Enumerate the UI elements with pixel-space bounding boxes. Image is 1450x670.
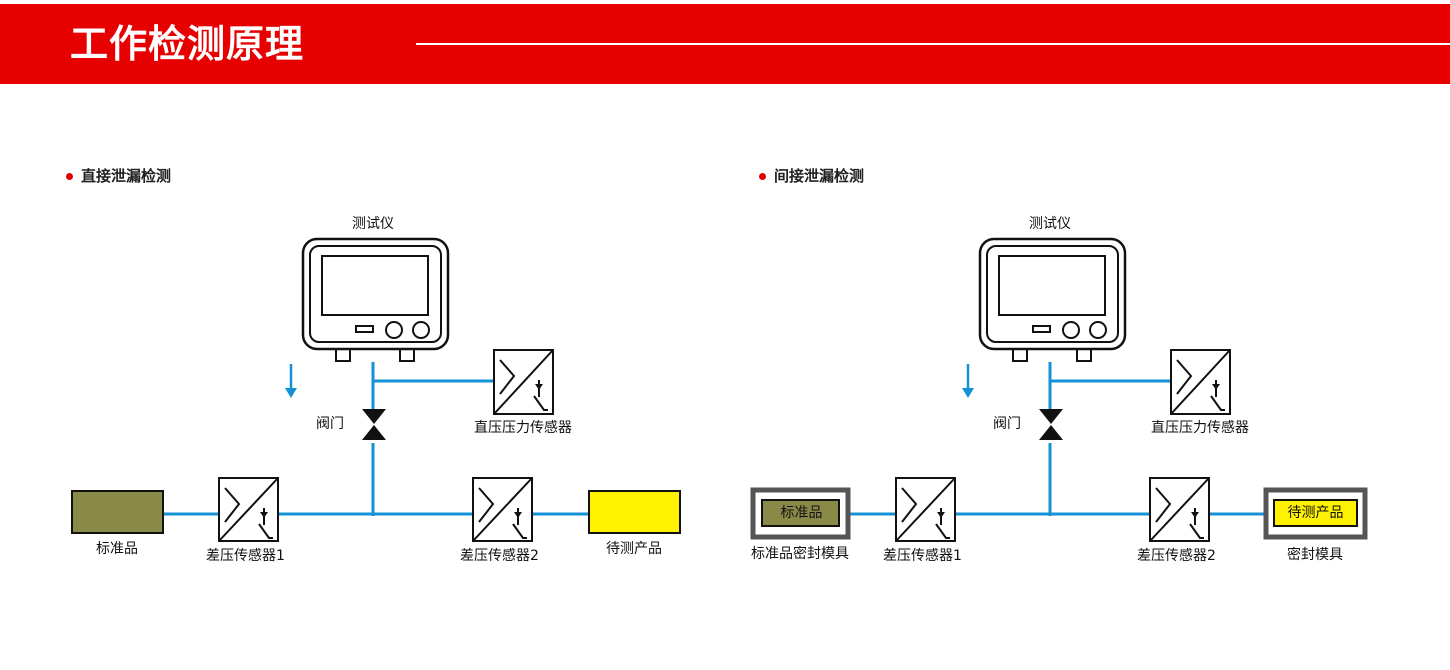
pressure-sensor-icon [1170, 349, 1231, 415]
standard-inner-label: 标准品 [780, 505, 823, 521]
header-banner: 工作检测原理 [0, 4, 1450, 84]
standard-part-box [71, 490, 164, 534]
valve-label: 阀门 [316, 416, 344, 432]
dp-sensor-1-icon [895, 477, 956, 542]
product-inner-label: 待测产品 [1287, 505, 1344, 521]
dp-sensor-2-label: 差压传感器2 [460, 548, 539, 564]
dp-sensor-1-label: 差压传感器1 [883, 548, 962, 564]
flow-arrow-icon [285, 364, 297, 398]
indirect-diagram: 测试仪 阀门 直压压力传感器 差压传感器1 差压传感器2 标准品 待测产品 标准… [677, 200, 1377, 600]
flow-arrow-icon [962, 364, 974, 398]
direct-diagram: 测试仪 阀门 直压压力传感器 差压传感器1 差压传感器2 标准品 待测产品 [0, 200, 700, 600]
tester-label: 测试仪 [352, 216, 394, 232]
dp-sensor-1-label: 差压传感器1 [206, 548, 285, 564]
product-label: 待测产品 [606, 541, 662, 557]
standard-fixture-label: 标准品密封模具 [751, 546, 849, 562]
standard-part-label: 标准品 [96, 541, 138, 557]
pressure-sensor-icon [493, 349, 554, 415]
standard-fixture-box [750, 487, 851, 540]
title-divider [416, 43, 1450, 45]
valve-icon [1039, 409, 1063, 440]
bullet-icon [759, 173, 766, 180]
valve-icon [362, 409, 386, 440]
tester-device-icon [978, 237, 1127, 362]
indirect-heading-text: 间接泄漏检测 [774, 167, 865, 185]
product-part-box [588, 490, 681, 534]
dp-sensor-2-icon [472, 477, 533, 542]
tester-device-icon [301, 237, 450, 362]
bullet-icon [66, 173, 73, 180]
product-fixture-label: 密封模具 [1287, 547, 1343, 563]
pressure-sensor-label: 直压压力传感器 [474, 420, 572, 436]
direct-heading-text: 直接泄漏检测 [81, 167, 172, 185]
dp-sensor-2-label: 差压传感器2 [1137, 548, 1216, 564]
tester-label: 测试仪 [1029, 216, 1071, 232]
valve-label: 阀门 [993, 416, 1021, 432]
dp-sensor-1-icon [218, 477, 279, 542]
product-fixture-box [1263, 487, 1368, 540]
dp-sensor-2-icon [1149, 477, 1210, 542]
page-title: 工作检测原理 [70, 22, 305, 66]
pressure-sensor-label: 直压压力传感器 [1151, 420, 1249, 436]
